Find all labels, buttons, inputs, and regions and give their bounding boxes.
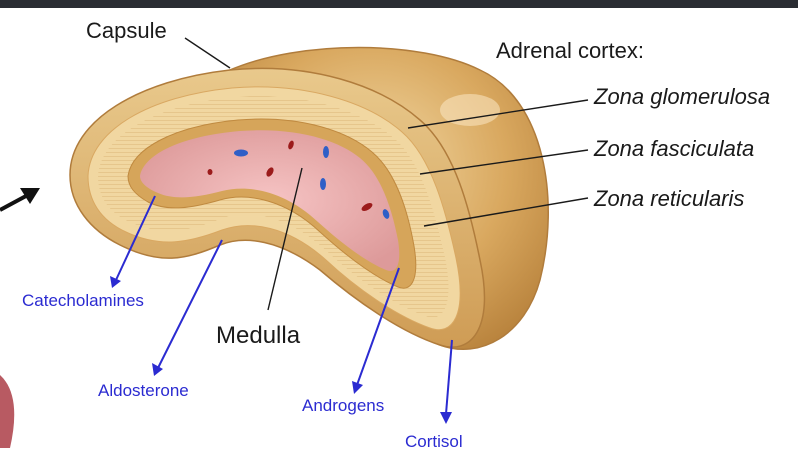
fasciculata-leader [419,149,589,175]
aldosterone-arrow [157,239,223,369]
vessel-red-1 [288,140,294,150]
capsule-label: Capsule [86,18,167,43]
cortisol-label: Cortisol [405,432,463,451]
androgens-arrow [356,267,400,386]
zona-reticularis-label: Zona reticularis [594,186,745,211]
vessel-blue-3 [320,178,326,190]
capsule-leader [184,37,231,69]
medulla-vessels [207,140,390,219]
vessel-blue-2 [323,146,329,158]
androgens-label: Androgens [302,396,385,415]
catecholamines-label: Catecholamines [22,291,144,310]
medulla-layer [140,130,400,271]
leader-lines [184,37,589,311]
surface-highlight [440,94,500,126]
medulla-label: Medulla [216,322,301,349]
neighbor-organ-edge [0,375,15,448]
window-top-bar [0,0,798,8]
reticularis-leader [423,197,589,227]
cortisol-arrow [445,339,453,415]
vessel-red-3 [266,167,274,177]
vessel-blue-1 [234,149,248,157]
zona-fasciculata-label: Zona fasciculata [594,136,755,161]
vessel-red-2 [207,169,213,175]
medulla-leader [267,167,303,311]
entry-arrow-icon [0,188,40,212]
zona-glomerulosa-label: Zona glomerulosa [594,84,771,109]
vessel-blue-4 [382,209,390,219]
aldosterone-label: Aldosterone [98,381,189,400]
secretion-arrows [110,195,453,424]
adrenal-cortex-heading: Adrenal cortex: [496,38,644,63]
glomerulosa-leader [407,99,589,129]
catecholamines-arrow [115,195,156,281]
vessel-red-4 [361,203,373,211]
